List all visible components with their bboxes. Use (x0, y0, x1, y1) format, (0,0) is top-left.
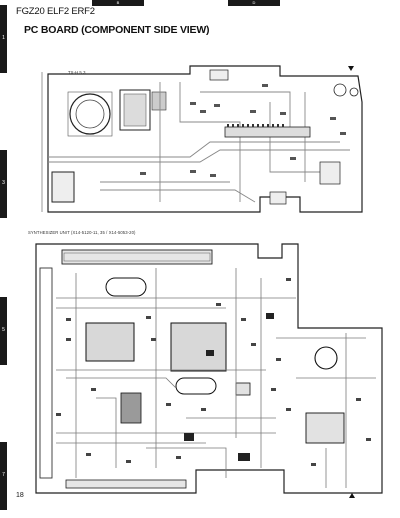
row-marker-5: 5 (0, 297, 7, 365)
upper-board-caption: TX-H 5 3 (68, 70, 86, 75)
page-number: 18 (16, 492, 24, 499)
board-orientation-marker-bottom (349, 493, 355, 498)
column-marker-d: D (228, 0, 280, 6)
upper-pc-board (41, 65, 363, 213)
column-marker-bar: B D (0, 0, 400, 8)
row-marker-7: 7 (0, 442, 7, 510)
column-marker-b: B (92, 0, 144, 6)
row-marker-3: 3 (0, 150, 7, 218)
row-marker-1: 1 (0, 5, 7, 73)
lower-pc-board (35, 243, 383, 494)
model-number: FGZ20 ELF2 ERF2 (16, 6, 95, 17)
lower-board-caption: SYNTHESIZER UNIT (X14-5120-11, 35 / X14-… (28, 230, 136, 235)
page-title: PC BOARD (COMPONENT SIDE VIEW) (24, 24, 210, 36)
board-orientation-marker (348, 66, 354, 71)
